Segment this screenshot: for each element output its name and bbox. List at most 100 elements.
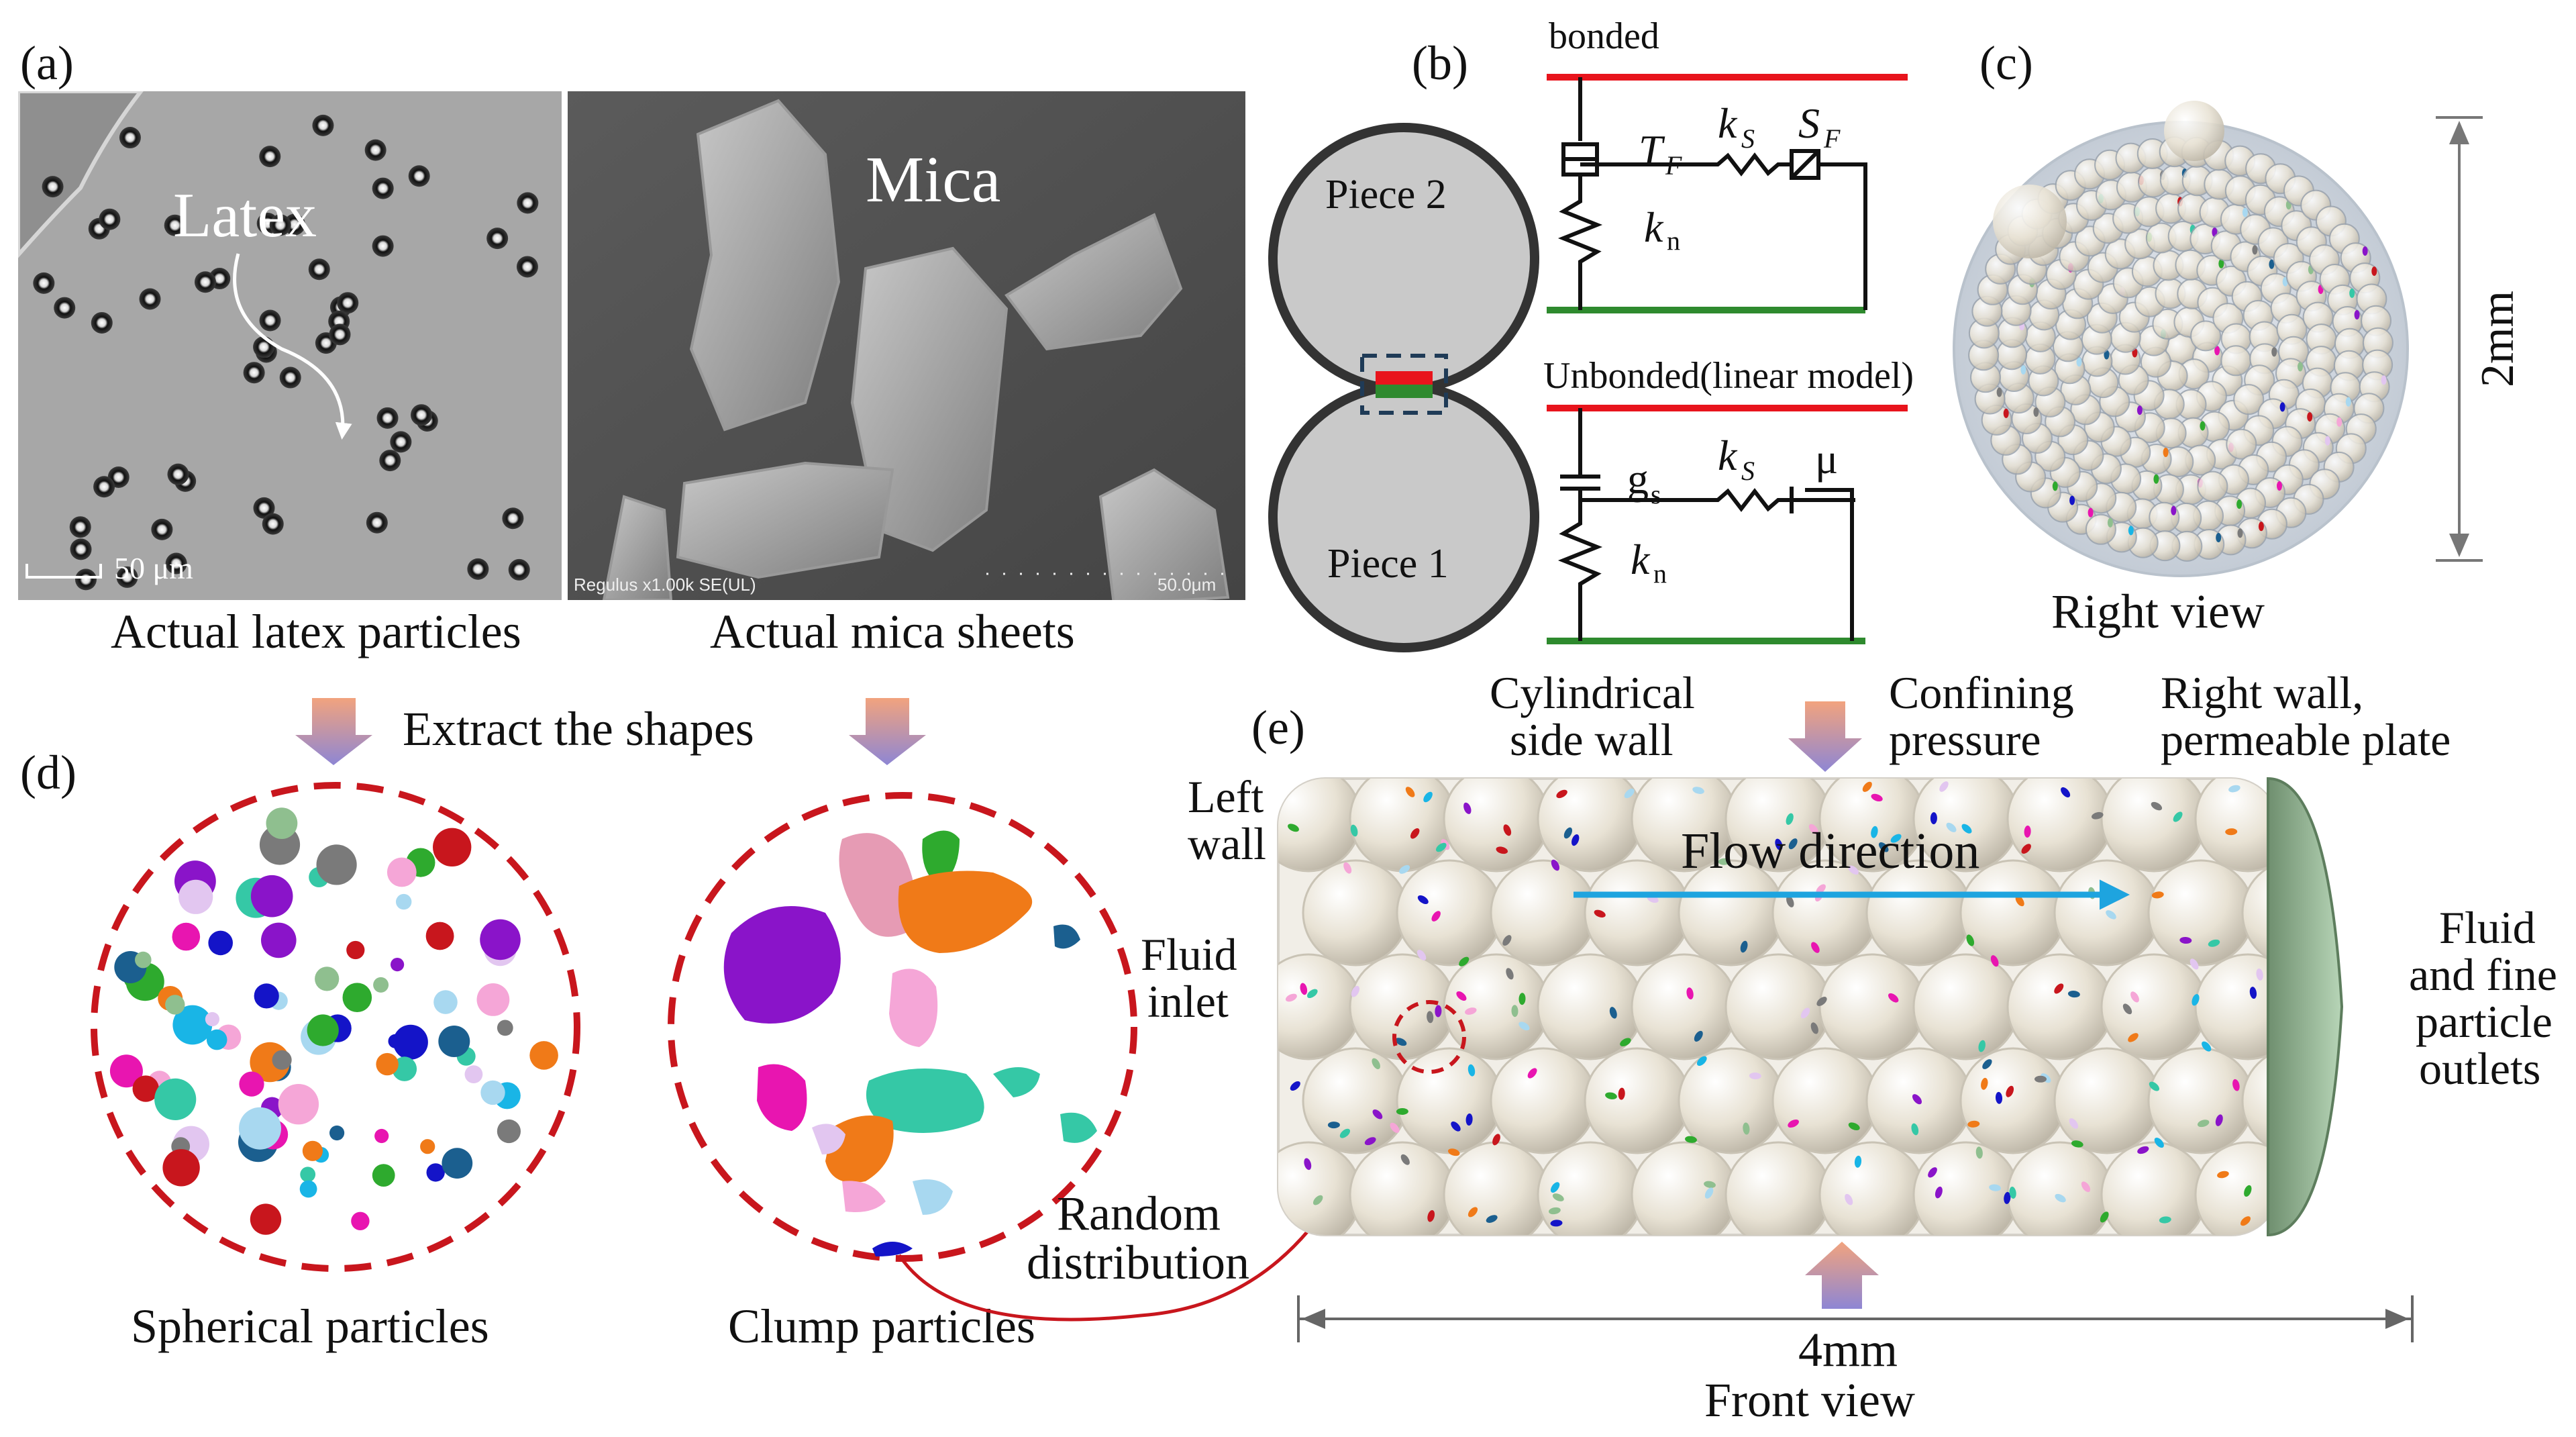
sem-scale: 50.0μm xyxy=(1157,575,1216,595)
left-wall-line-2: wall xyxy=(1188,818,1266,869)
front-view-fine-particle xyxy=(1417,895,1429,905)
sphere-particle xyxy=(316,844,357,885)
latex-particle xyxy=(486,228,509,250)
sphere-particle xyxy=(132,1075,159,1102)
front-view-fine-particle xyxy=(1399,864,1410,874)
caption-front-view: Front view xyxy=(1704,1373,1915,1427)
front-view-fine-particle xyxy=(2021,844,2031,854)
front-view-fine-particle xyxy=(1740,940,1748,953)
latex-micrograph: 50 μm Latex xyxy=(18,91,562,600)
sphere-particle xyxy=(278,1084,319,1125)
front-view-ball xyxy=(1959,1047,2067,1154)
front-view-fine-particle xyxy=(1427,1210,1435,1222)
front-view-fine-particle xyxy=(1285,993,1297,1002)
latex-particle xyxy=(517,192,539,214)
right-view-fine-particle xyxy=(2381,375,2387,385)
front-view-fine-particle xyxy=(2034,1075,2047,1083)
front-view-ball xyxy=(1302,1047,1409,1154)
latex-particle xyxy=(33,272,55,294)
front-view-fine-particle xyxy=(1605,1092,1617,1099)
sphere-particle xyxy=(239,1107,281,1150)
clump-magenta xyxy=(757,1064,807,1131)
piece-2-circle xyxy=(1268,123,1539,394)
right-view-fine-particle xyxy=(2269,259,2275,269)
bonded-shear-branch xyxy=(1580,149,1867,310)
front-view-fine-particle xyxy=(1548,1207,1561,1215)
front-view-fine-particle xyxy=(1946,822,1957,832)
sphere-particle xyxy=(342,983,372,1012)
sphere-particle xyxy=(205,1011,219,1027)
front-view-fine-particle xyxy=(1718,858,1731,865)
latex-particle xyxy=(74,568,97,591)
sphere-particle xyxy=(346,940,365,960)
front-view-fine-particle xyxy=(2179,936,2192,944)
front-view-fine-particle xyxy=(2228,785,2240,793)
random-text-2: distribution xyxy=(1027,1236,1249,1289)
clump-teal-small xyxy=(993,1067,1040,1097)
sphere-particle xyxy=(266,807,298,839)
right-view-ball xyxy=(2190,320,2222,352)
front-view-fine-particle xyxy=(2024,826,2031,838)
sphere-particle xyxy=(372,1164,395,1187)
front-view-ball xyxy=(2100,779,2208,873)
front-view-ball xyxy=(1396,859,1503,967)
front-view-fine-particle xyxy=(1871,826,1878,838)
kn-symbol-bonded: k xyxy=(1644,203,1664,251)
front-view-ball xyxy=(2053,1047,2161,1154)
front-view-fine-particle xyxy=(2189,958,2199,970)
sphere-particle xyxy=(387,857,417,887)
front-view-ball xyxy=(2100,953,2208,1060)
right-view-fine-particle xyxy=(2236,499,2243,509)
front-view-fine-particle xyxy=(1372,1058,1380,1069)
front-view-fine-particle xyxy=(2137,1146,2149,1154)
caption-mica: Actual mica sheets xyxy=(710,605,1075,658)
gs-sub: s xyxy=(1651,479,1661,509)
front-view-fine-particle xyxy=(1845,1193,1853,1205)
front-view-fine-particle xyxy=(1572,834,1580,846)
left-wall-line-1: Left xyxy=(1188,771,1264,822)
front-view-fine-particle xyxy=(1552,1193,1564,1201)
right-view-ball xyxy=(2220,345,2252,377)
extract-shapes-text: Extract the shapes xyxy=(403,702,754,756)
kn-symbol-unbonded: k xyxy=(1631,536,1651,583)
right-view-particles xyxy=(1968,136,2393,562)
latex-particle xyxy=(139,288,161,310)
right-view-fine-particle xyxy=(2216,533,2222,542)
fluid-inlet-line-1: Fluid xyxy=(1141,929,1237,980)
sphere-particle xyxy=(299,1180,317,1198)
front-view-fine-particle xyxy=(2225,828,2238,836)
front-view-fine-particle xyxy=(2159,1216,2171,1224)
contact-pieces: Piece 2 Piece 1 xyxy=(1268,123,1539,652)
sphere-particle xyxy=(480,1080,505,1105)
front-view-fine-particle xyxy=(1364,1137,1376,1146)
bonded-normal-branch xyxy=(1557,77,1603,310)
confining-line-2: pressure xyxy=(1889,714,2041,765)
latex-particle xyxy=(42,176,64,198)
outlet-line-1: Fluid xyxy=(2439,902,2536,953)
front-view-ball xyxy=(2006,953,2114,1060)
right-view-ball xyxy=(2197,470,2228,502)
front-view-fine-particle xyxy=(1395,1038,1407,1046)
front-view-fine-particle xyxy=(2244,1185,2252,1197)
latex-particle xyxy=(308,258,330,281)
right-view-fine-particle xyxy=(2277,481,2282,491)
mica-flake-6 xyxy=(602,495,673,600)
latex-particle xyxy=(372,235,394,257)
front-view-ball xyxy=(1490,859,1597,967)
right-view-fine-particle xyxy=(2076,357,2082,367)
confining-arrow-top xyxy=(1788,701,1862,772)
contact-zoom-box xyxy=(1360,354,1448,415)
front-view-fine-particle xyxy=(1808,824,1818,835)
latex-particle xyxy=(54,297,76,319)
clump-blue xyxy=(872,1242,913,1256)
latex-particle xyxy=(93,476,115,498)
ks-symbol-bonded: k xyxy=(1718,99,1738,147)
sphere-particle xyxy=(476,983,510,1016)
front-view-fine-particle xyxy=(1551,859,1560,871)
ks-symbol-unbonded: k xyxy=(1718,432,1738,479)
right-view-fine-particle xyxy=(2362,246,2368,256)
right-view-fine-particle xyxy=(2354,310,2360,319)
kn-sub-unbonded: n xyxy=(1653,558,1667,589)
front-view-fine-particle xyxy=(2197,1120,2210,1128)
random-text-1: Random xyxy=(1057,1187,1221,1240)
